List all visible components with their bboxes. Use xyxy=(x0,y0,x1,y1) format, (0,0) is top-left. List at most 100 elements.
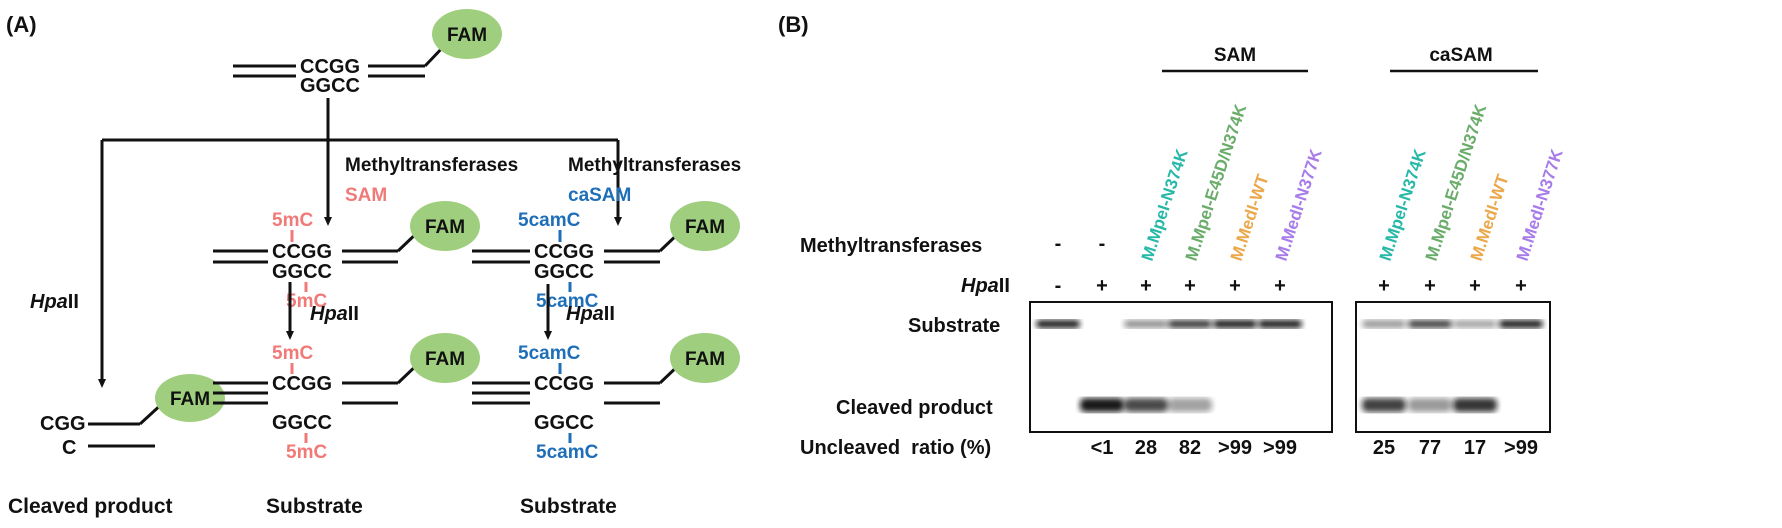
lane-3-hpaii: + xyxy=(1140,275,1152,297)
svg-text:GGCC: GGCC xyxy=(534,261,594,283)
lane-9-hpaii: + xyxy=(1469,275,1481,297)
lane-7-cleaved-band xyxy=(1362,398,1406,412)
right-branch: Methyltransferases caSAM 5camC CCGG FAM … xyxy=(472,155,741,518)
lane-7-substrate-band xyxy=(1362,320,1406,328)
lane-9-cleaved-band xyxy=(1453,398,1497,412)
cofactor-sam: SAM xyxy=(345,185,387,206)
lane-7-ratio: 25 xyxy=(1373,437,1395,459)
mod-5mC-bottom: 5mC xyxy=(286,291,327,312)
svg-text:GGCC: GGCC xyxy=(272,261,332,283)
svg-text:FAM: FAM xyxy=(170,389,210,410)
lane-8-cleaved-band xyxy=(1408,398,1452,412)
lane-2-cleaved-band xyxy=(1080,398,1124,412)
fam-label-top xyxy=(432,9,502,59)
hpa-enzyme-right: HpaII xyxy=(566,303,615,325)
lane-6-hpaii: + xyxy=(1274,275,1286,297)
lane-9-substrate-band xyxy=(1453,320,1497,328)
fam-label-right-2 xyxy=(670,333,740,383)
lane-5-substrate-band xyxy=(1213,320,1257,328)
lane-4-ratio: 82 xyxy=(1179,437,1201,459)
svg-text:5mC: 5mC xyxy=(272,343,313,364)
panel-b: (B) SAM caSAM Methyltransferases HpaII S… xyxy=(778,12,1567,459)
fam-label-left xyxy=(155,374,225,422)
svg-text:5camC: 5camC xyxy=(518,343,581,364)
lane-3-substrate-band xyxy=(1124,320,1168,328)
lane-6-ratio: >99 xyxy=(1263,437,1297,459)
lane-6-enzyme: M.MedI-N377K xyxy=(1272,146,1326,263)
caption-substrate-right: Substrate xyxy=(520,495,617,518)
svg-text:GGCC: GGCC xyxy=(534,412,594,434)
mod-5camC-bottom: 5camC xyxy=(536,291,599,312)
left-branch: HpaII CGG FAM C Cleaved product xyxy=(8,291,225,518)
methyltransferases-label-right: Methyltransferases xyxy=(568,155,741,176)
panel-b-label: (B) xyxy=(778,12,809,37)
cleaved-bottom-seq: C xyxy=(62,437,76,459)
svg-text:CCGG: CCGG xyxy=(534,373,594,395)
lane-2-ratio: <1 xyxy=(1091,437,1114,459)
group-sam-label: SAM xyxy=(1214,45,1256,66)
fam-label-middle-2 xyxy=(410,333,480,383)
top-strand-seq: CCGG xyxy=(300,56,360,78)
hpa-enzyme-middle: HpaII xyxy=(310,303,359,325)
row-label-substrate: Substrate xyxy=(908,315,1000,337)
lane-10-ratio: >99 xyxy=(1504,437,1538,459)
group-casam-label: caSAM xyxy=(1429,45,1492,66)
svg-text:FAM: FAM xyxy=(685,349,725,370)
panel-a-label: (A) xyxy=(6,12,37,37)
lane-1-substrate-band xyxy=(1036,320,1080,328)
lane-5-ratio: >99 xyxy=(1218,437,1252,459)
lane-10-substrate-band xyxy=(1499,320,1543,328)
hpa-enzyme-left: HpaII xyxy=(30,291,79,313)
lane-10-hpaii: + xyxy=(1515,275,1527,297)
lane-8-hpaii: + xyxy=(1424,275,1436,297)
lane-3-ratio: 28 xyxy=(1135,437,1157,459)
lane-1-hpaii: - xyxy=(1055,275,1062,297)
cofactor-casam: caSAM xyxy=(568,185,631,206)
lane-5-enzyme: M.MedI-WT xyxy=(1227,171,1273,263)
lane-7-hpaii: + xyxy=(1378,275,1390,297)
lane-5-hpaii: + xyxy=(1229,275,1241,297)
svg-text:GGCC: GGCC xyxy=(272,412,332,434)
mod-5mC-top: 5mC xyxy=(272,210,313,231)
cleaved-top-seq: CGG xyxy=(40,413,86,435)
lane-7-enzyme: M.MpeI-N374K xyxy=(1376,146,1430,263)
lane-8-substrate-band xyxy=(1408,320,1452,328)
svg-text:CCGG: CCGG xyxy=(534,241,594,263)
lane-10-enzyme: M.MedI-N377K xyxy=(1513,146,1567,263)
svg-text:FAM: FAM xyxy=(685,217,725,238)
row-label-cleaved-product: Cleaved product xyxy=(836,397,993,419)
middle-branch: Methyltransferases SAM 5mC CCGG FAM GGCC… xyxy=(213,155,518,518)
caption-cleaved-product: Cleaved product xyxy=(8,495,173,518)
bottom-strand-seq: GGCC xyxy=(300,75,360,97)
svg-text:CCGG: CCGG xyxy=(272,241,332,263)
lane-4-substrate-band xyxy=(1168,320,1212,328)
svg-text:5mC: 5mC xyxy=(286,442,327,463)
lane-2-enzyme: - xyxy=(1099,233,1106,255)
methyltransferases-label-middle: Methyltransferases xyxy=(345,155,518,176)
lane-4-cleaved-band xyxy=(1168,398,1212,412)
panel-a: (A) CCGG FAM GGCC HpaII CGG FAM C xyxy=(6,9,741,518)
row-label-hpaii: HpaII xyxy=(961,275,1010,297)
lane-9-ratio: 17 xyxy=(1464,437,1486,459)
mod-5camC-top: 5camC xyxy=(518,210,581,231)
fam-label-middle-1 xyxy=(410,201,480,251)
svg-text:CCGG: CCGG xyxy=(272,373,332,395)
fam-text-top: FAM xyxy=(447,25,487,46)
row-label-ratio: Uncleaved ratio (%) xyxy=(800,437,991,459)
lane-3-enzyme: M.MpeI-N374K xyxy=(1138,146,1192,263)
lane-6-substrate-band xyxy=(1258,320,1302,328)
svg-text:FAM: FAM xyxy=(425,349,465,370)
lane-3-cleaved-band xyxy=(1124,398,1168,412)
top-duplex: CCGG FAM GGCC xyxy=(233,9,502,97)
svg-text:5camC: 5camC xyxy=(536,442,599,463)
caption-substrate-middle: Substrate xyxy=(266,495,363,518)
lane-4-hpaii: + xyxy=(1184,275,1196,297)
lane-8-ratio: 77 xyxy=(1419,437,1441,459)
fam-label-right-1 xyxy=(670,201,740,251)
row-label-methyltransferases: Methyltransferases xyxy=(800,235,982,257)
lane-2-hpaii: + xyxy=(1096,275,1108,297)
svg-text:FAM: FAM xyxy=(425,217,465,238)
lane-9-enzyme: M.MedI-WT xyxy=(1467,171,1513,263)
lane-1-enzyme: - xyxy=(1055,233,1062,255)
